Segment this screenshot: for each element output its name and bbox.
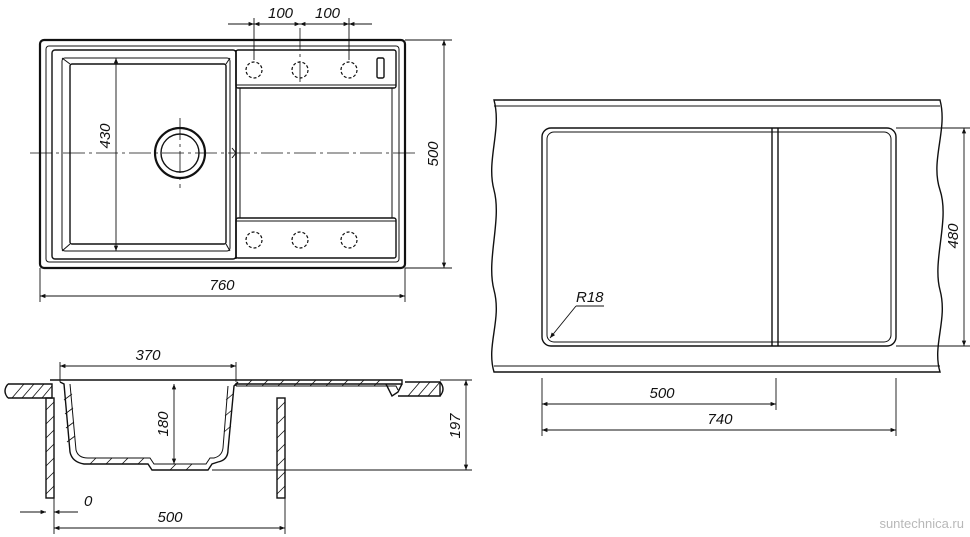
tap-hole-icon [340,61,358,79]
dim-bowl-part: 500 [649,385,675,402]
dim-cutout-depth: 480 [945,223,962,249]
cutout-outline [541,127,897,347]
bowl-section [59,381,239,471]
dim-bowl-height: 180 [155,411,172,437]
cutout-view: R18 480 500 740 [490,99,970,436]
tap-hole-icon [245,231,263,249]
dim-bowl-depth: 430 [97,123,114,149]
dim-hole-spacing-2: 100 [315,5,341,22]
dim-cutout-width: 740 [707,411,733,428]
tap-hole-icon [291,231,309,249]
tap-hole-icon [340,231,358,249]
dim-zero: 0 [84,493,93,510]
dim-radius: R18 [576,289,604,306]
watermark: suntechnica.ru [879,516,964,531]
top-view: 100 100 430 500 760 [30,5,452,302]
section-view: 370 180 197 0 500 [4,347,472,534]
dim-cabinet: 500 [157,509,183,526]
tap-hole-icon [245,61,263,79]
bowl-outline [51,49,237,260]
dim-total-height: 197 [447,413,464,439]
dim-total-depth: 500 [425,141,442,167]
dim-hole-spacing-1: 100 [268,5,294,22]
dim-total-width: 760 [209,277,235,294]
dim-bowl-width: 370 [135,347,161,364]
